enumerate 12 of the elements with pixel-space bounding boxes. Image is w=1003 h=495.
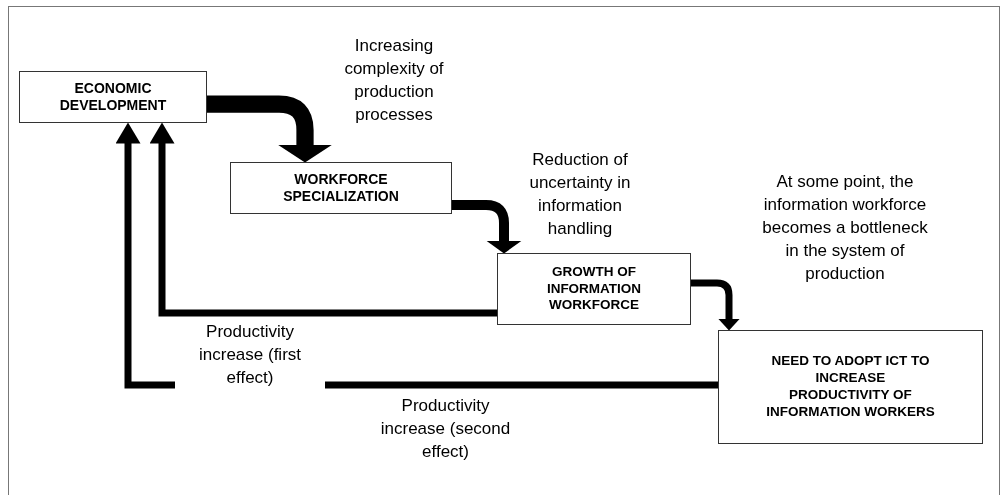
process-box [230,162,452,214]
feedback-arrow [149,122,497,317]
box-label: NEED TO ADOPT ICT TO INCREASE PRODUCTIVITY OF INFORMATION WORKERS [765,353,936,421]
process-box [718,330,983,444]
process-box [497,253,691,325]
process-box [19,71,207,123]
curved-arrow [207,95,333,163]
curved-arrow [452,200,522,254]
curved-arrow [691,279,740,331]
box-label: GROWTH OF INFORMATION WORKFORCE [545,263,643,315]
box-label: ECONOMIC DEVELOPMENT [58,79,168,115]
box-label: WORKFORCE SPECIALIZATION [282,170,400,206]
